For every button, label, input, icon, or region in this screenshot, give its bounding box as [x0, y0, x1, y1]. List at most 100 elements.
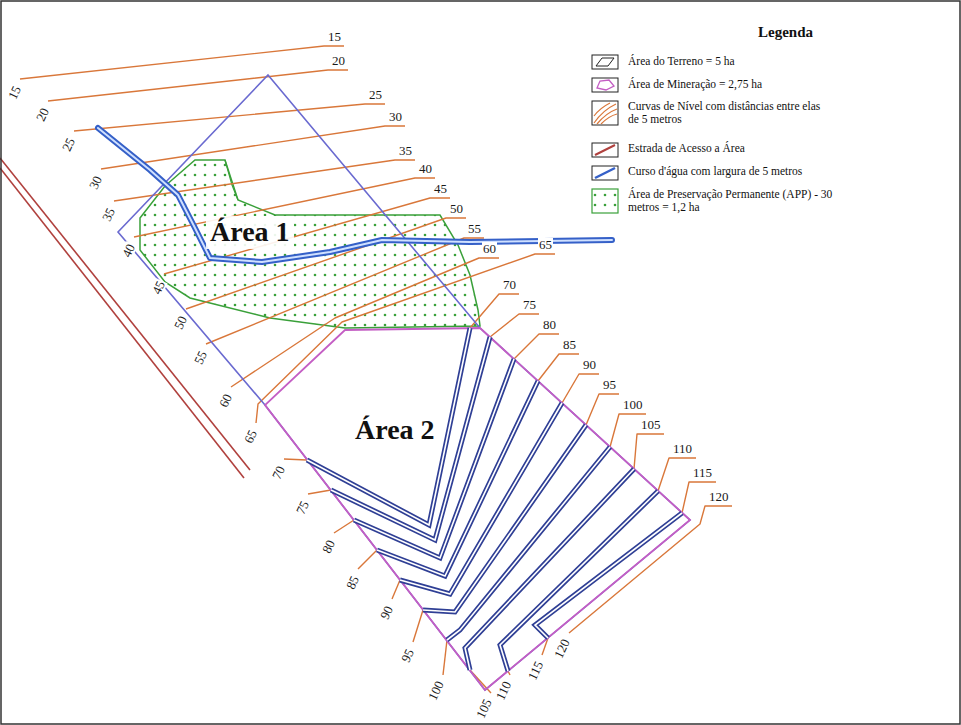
- contour-elevation: 55: [191, 348, 209, 367]
- legend-sample: [592, 55, 618, 69]
- app-zone: [225, 160, 238, 200]
- contour-elevation: 115: [692, 466, 713, 479]
- mining-bench: [307, 328, 682, 671]
- contour-elevation: 115: [525, 658, 546, 683]
- contour-line: [164, 198, 450, 274]
- area-region: Área 2: [351, 414, 439, 447]
- contour-elevation: 60: [482, 242, 497, 255]
- legend-sample: [601, 114, 617, 124]
- contour-elevation: 45: [149, 278, 167, 297]
- watercourse: [98, 128, 612, 262]
- mining-boundary: [265, 328, 690, 690]
- contour-elevation: 95: [398, 646, 416, 665]
- area-name: Área 1: [210, 217, 290, 248]
- contour-line: [334, 520, 354, 533]
- contour-elevation: 35: [99, 205, 117, 224]
- contour-line: [514, 334, 559, 359]
- contour-elevation: 120: [708, 490, 730, 503]
- legend-text: Área de Mineração = 2,75 ha: [628, 78, 928, 91]
- road: [0, 168, 244, 478]
- area-region: Área 1: [206, 216, 294, 249]
- legend-text: Curso d'água com largura de 5 metros: [628, 165, 928, 178]
- contour-line: [470, 294, 519, 328]
- legend-sample: [592, 78, 618, 92]
- legend-text: Estrada de Acesso a Área: [628, 142, 928, 155]
- contour-elevation: 60: [216, 391, 234, 410]
- contour-elevation: 15: [5, 83, 23, 102]
- mining-bench: [307, 328, 682, 671]
- contour-line: [74, 104, 385, 131]
- contour-elevation: 45: [433, 182, 448, 195]
- contour-line: [256, 254, 555, 423]
- contour-line: [231, 258, 499, 387]
- legend-sample: [596, 58, 614, 66]
- terrain-boundary: [118, 75, 690, 690]
- contour-elevation: 30: [86, 173, 104, 192]
- contour-elevation: 90: [377, 603, 395, 622]
- contour-elevation: 85: [343, 573, 361, 592]
- contour-elevation: 110: [672, 442, 693, 455]
- contour-elevation: 15: [327, 30, 342, 43]
- contour-elevation: 95: [602, 378, 617, 391]
- contour-line: [392, 580, 400, 599]
- contour-elevation: 70: [269, 463, 287, 482]
- contour-elevation: 110: [493, 678, 514, 703]
- contour-line: [586, 394, 619, 425]
- mining-bench: [307, 328, 682, 671]
- watercourse: [98, 128, 612, 262]
- contour-elevation: 65: [538, 238, 553, 251]
- contour-elevation: 70: [502, 278, 517, 291]
- terrain-boundary: [118, 75, 690, 690]
- contour-line: [569, 506, 732, 633]
- contour-elevation: 75: [522, 298, 537, 311]
- contour-elevation: 105: [473, 696, 494, 721]
- contour-line: [634, 434, 664, 469]
- contour-line: [562, 374, 599, 403]
- legend-sample: [595, 168, 615, 178]
- contour-line: [658, 458, 696, 491]
- contour-elevation: 85: [562, 338, 577, 351]
- contour-elevation: 120: [551, 636, 572, 661]
- watercourse: [98, 128, 612, 262]
- contour-elevation: 35: [398, 144, 413, 157]
- contour-elevation: 50: [171, 313, 189, 332]
- legend-text: Área de Preservação Permanente (APP) - 3…: [628, 188, 848, 214]
- legend-sample: [597, 80, 614, 90]
- contour-elevation: 20: [331, 54, 346, 67]
- contour-line: [308, 490, 331, 494]
- legend-sample: [592, 55, 618, 213]
- legend-text: Área do Terreno = 5 ha: [628, 55, 928, 68]
- contour-line: [538, 354, 579, 381]
- legend-sample: [594, 104, 616, 123]
- contour-line: [284, 459, 307, 460]
- contour-elevation: 90: [582, 358, 597, 371]
- contour-elevation: 20: [33, 105, 51, 124]
- contour-elevation: 50: [449, 202, 464, 215]
- legend-sample: [592, 166, 618, 180]
- legend-sample: [592, 189, 618, 213]
- contour-elevation: 80: [542, 318, 557, 331]
- contour-line: [358, 550, 377, 569]
- contour-elevation: 100: [622, 398, 644, 411]
- contour-elevation: 40: [119, 241, 137, 260]
- contour-elevation: 65: [241, 427, 259, 446]
- contour-line: [490, 314, 539, 337]
- contour-line: [101, 126, 405, 169]
- legend-sample: [595, 145, 615, 155]
- contour-elevation: 105: [640, 418, 662, 431]
- area-name: Área 2: [355, 415, 435, 446]
- contour-line: [48, 70, 348, 101]
- contour-elevation: 25: [368, 88, 383, 101]
- contour-elevation: 100: [425, 678, 446, 703]
- contour-elevation: 30: [388, 110, 403, 123]
- legend-text: Curvas de Nível com distâncias entre ela…: [628, 100, 833, 126]
- legend-sample: [597, 109, 617, 124]
- legend-sample: [592, 101, 618, 125]
- contour-elevation: 25: [59, 135, 77, 154]
- contour-elevation: 40: [418, 162, 433, 175]
- mining-boundary: [265, 328, 690, 690]
